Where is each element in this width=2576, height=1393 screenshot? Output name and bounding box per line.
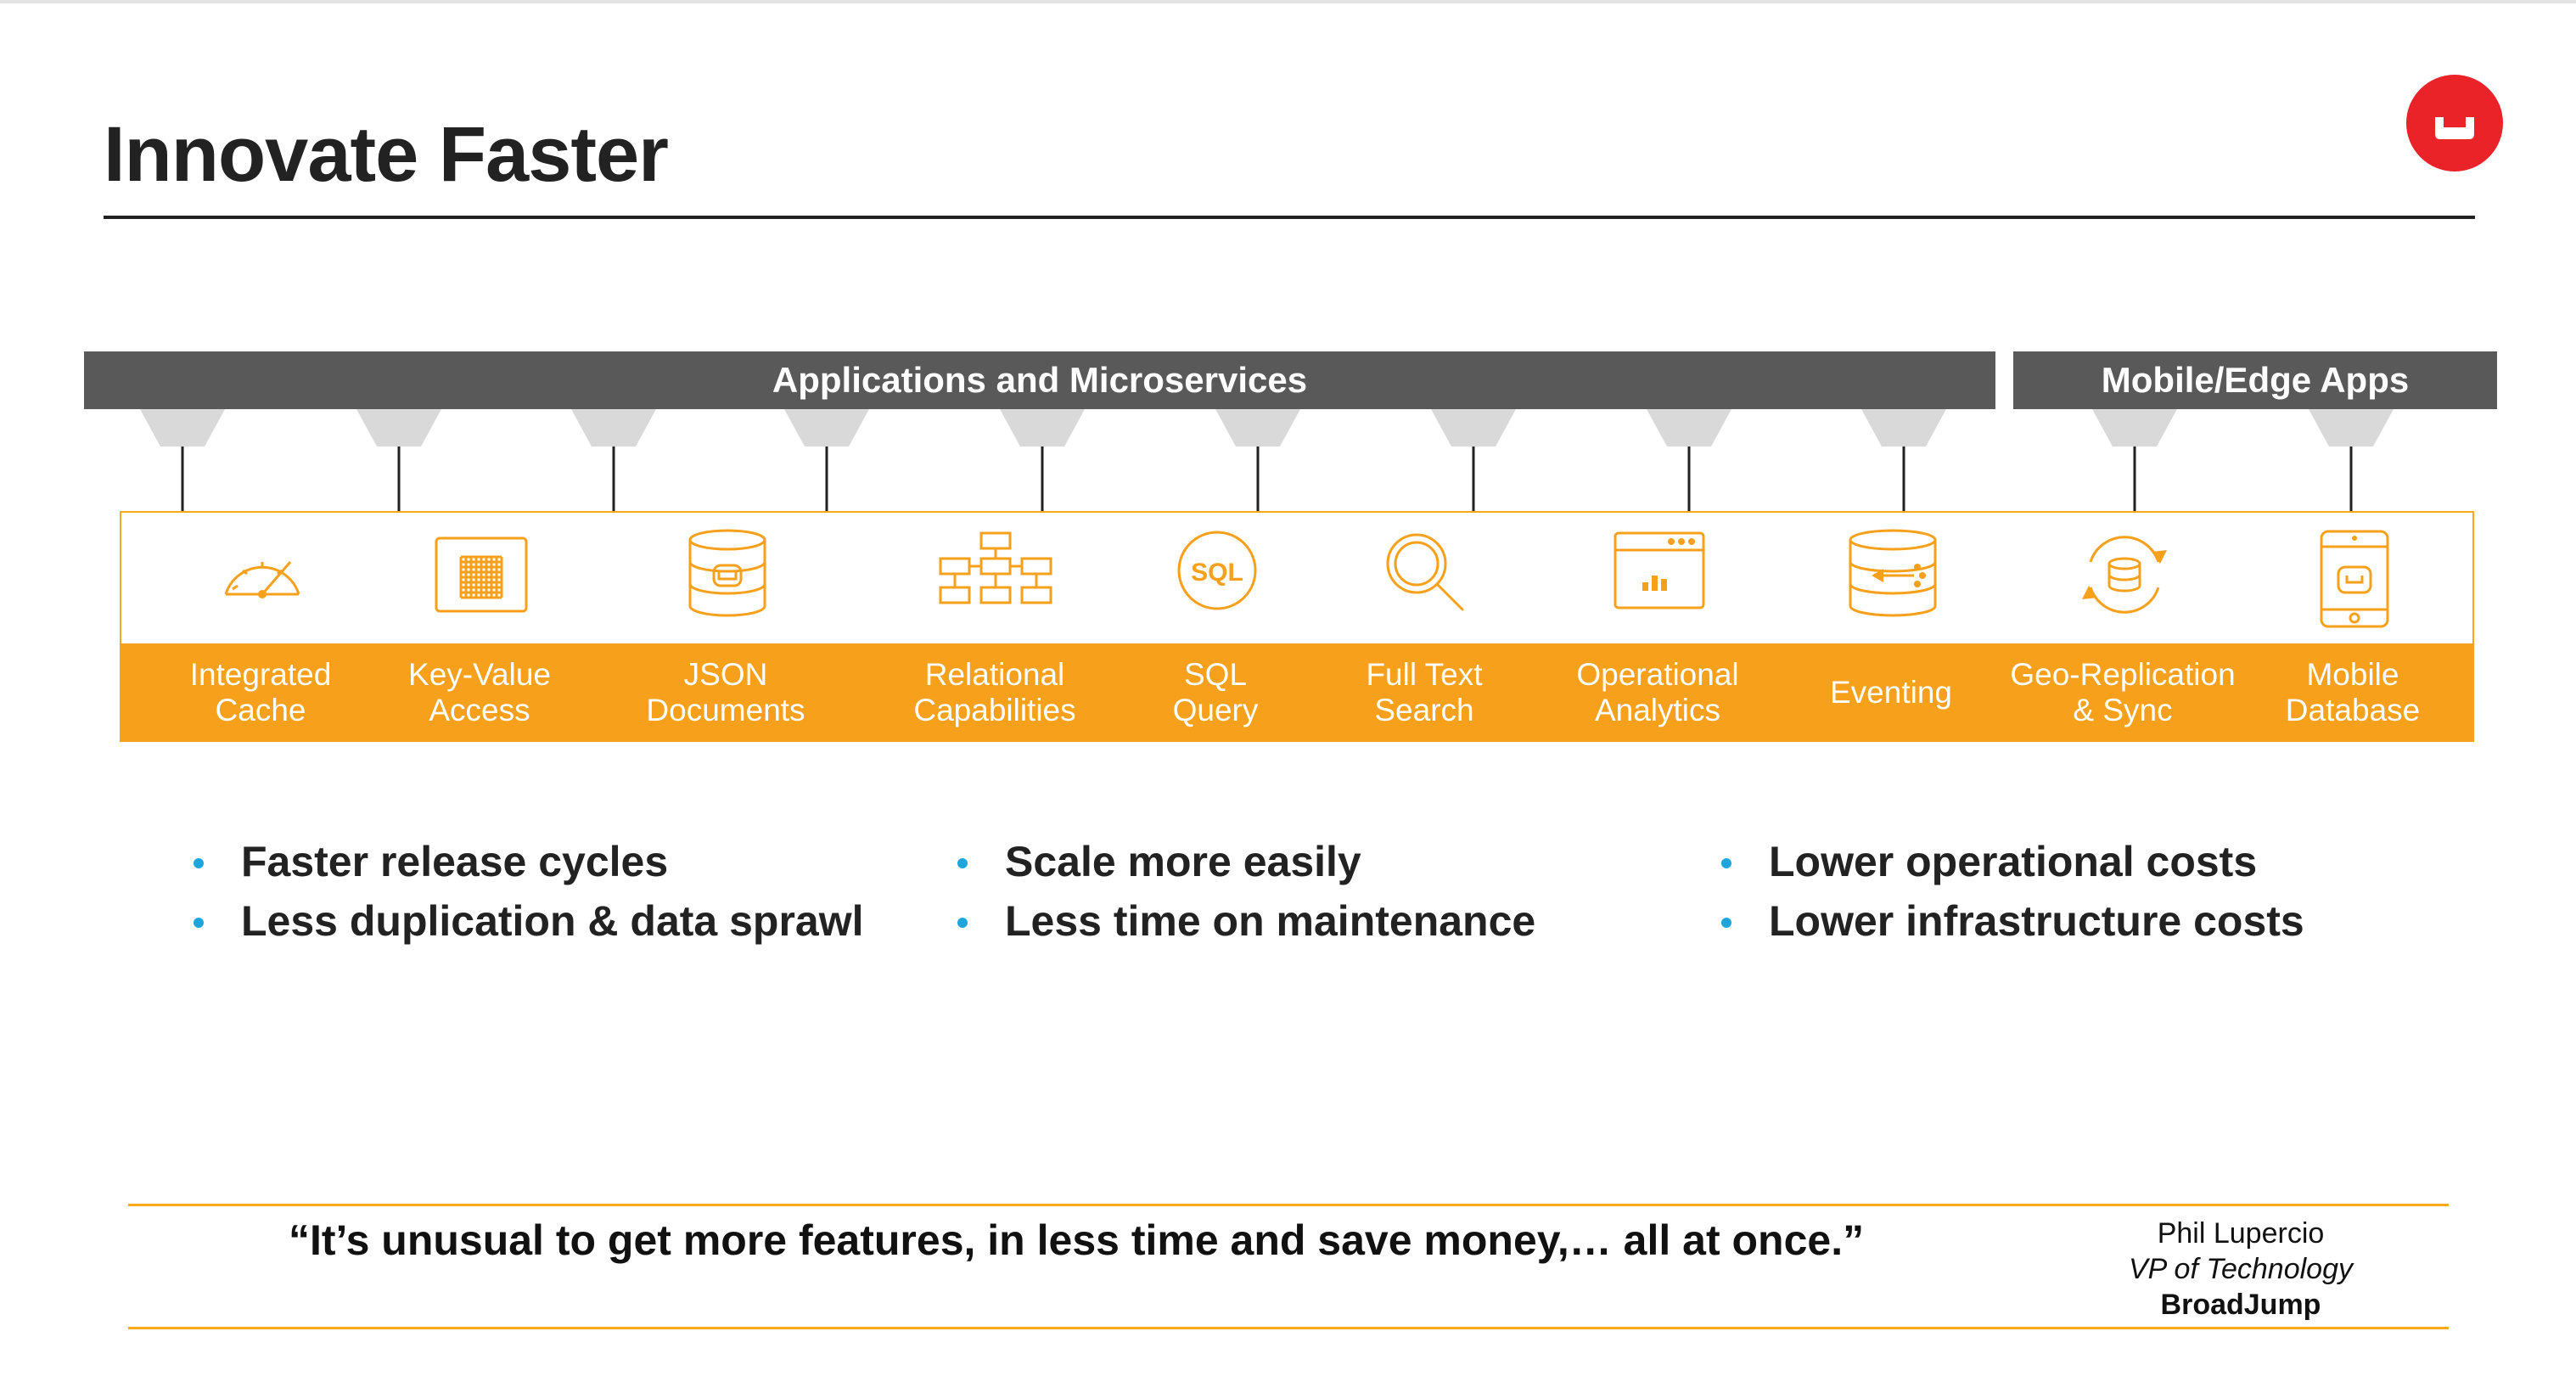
benefit-item: Lower operational costs [1716, 832, 2304, 891]
funnel-shape [2092, 409, 2177, 447]
analytics-window-icon [1549, 513, 1770, 645]
quote-author-name: Phil Lupercio [2157, 1217, 2325, 1250]
funnel-shape [784, 409, 869, 447]
capability-label: Eventing [1830, 675, 1952, 710]
sql-icon-text: SQL [1191, 559, 1243, 587]
slide-title: Innovate Faster [104, 111, 669, 198]
customer-quote: “It’s unusual to get more features, in l… [289, 1216, 1865, 1264]
relational-tables-icon [886, 513, 1107, 645]
capability-label: Relational Capabilities [913, 657, 1076, 727]
capability-label: Operational Analytics [1576, 657, 1739, 727]
capability-label: SQL Query [1172, 657, 1259, 727]
capability-label: Mobile Database [2285, 657, 2421, 727]
connector-funnels [140, 409, 2394, 511]
benefits-column-2: Scale more easily Less time on maintenan… [952, 832, 1535, 951]
mobile-database-icon [2244, 513, 2465, 645]
speedometer-icon [152, 513, 373, 645]
applications-bar: Applications and Microservices [84, 351, 1995, 409]
benefit-item: Scale more easily [952, 832, 1535, 891]
capability-label: Geo-Replication & Sync [2010, 657, 2236, 727]
capabilities-label-band: Integrated Cache Key-Value Access JSON Doc… [120, 643, 2474, 742]
funnel-shape [2309, 409, 2394, 447]
top-border [0, 0, 2576, 3]
benefit-item: Less time on maintenance [952, 891, 1535, 951]
funnel-shape [1000, 409, 1085, 447]
funnel-shape [1215, 409, 1300, 447]
funnel-shape [571, 409, 656, 447]
quote-top-rule [128, 1204, 2449, 1206]
sql-badge-icon: SQL [1107, 513, 1327, 645]
funnel-shape [1431, 409, 1516, 447]
couchbase-logo-icon [2406, 75, 2503, 171]
benefit-item: Lower infrastructure costs [1716, 891, 2304, 951]
benefit-item: Less duplication & data sprawl [188, 891, 864, 951]
title-underline [104, 216, 2475, 219]
funnel-shape [1647, 409, 1731, 447]
benefit-item: Faster release cycles [188, 832, 864, 891]
magnifier-icon [1316, 513, 1536, 645]
benefits-column-3: Lower operational costs Lower infrastruc… [1716, 832, 2304, 951]
quote-author-role: VP of Technology [2129, 1253, 2353, 1285]
grid-key-icon [371, 513, 592, 645]
quote-attribution: Phil Lupercio VP of Technology BroadJump [2088, 1216, 2394, 1323]
capability-label: JSON Documents [646, 657, 805, 727]
capabilities-icon-panel: SQL [120, 511, 2474, 643]
funnel-shape [1861, 409, 1946, 447]
funnel-shape [356, 409, 441, 447]
mobile-edge-bar: Mobile/Edge Apps [2013, 351, 2497, 409]
capability-label: Integrated Cache [189, 657, 332, 727]
eventing-database-icon [1782, 513, 2003, 645]
capability-label: Full Text Search [1366, 657, 1483, 727]
quote-bottom-rule [128, 1327, 2449, 1329]
benefits-column-1: Faster release cycles Less duplication &… [188, 832, 864, 951]
document-database-icon [617, 513, 838, 645]
funnel-shape [140, 409, 225, 447]
capability-label: Key-Value Access [408, 657, 551, 727]
quote-author-company: BroadJump [2160, 1289, 2321, 1321]
sync-database-icon [2014, 513, 2235, 645]
